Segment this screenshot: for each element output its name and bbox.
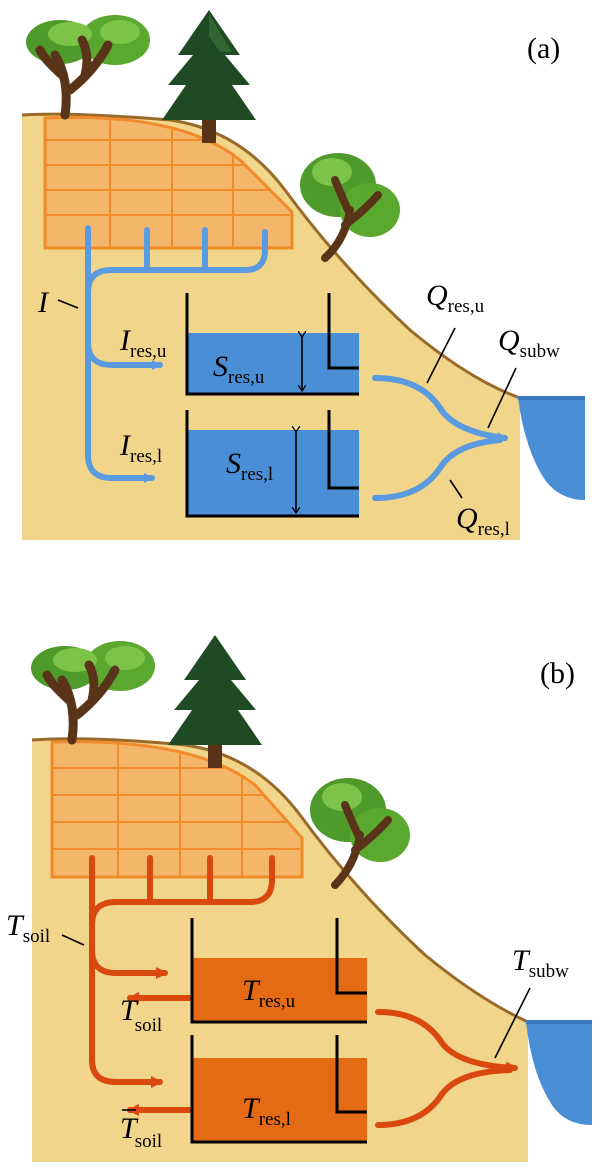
small-tree-icon bbox=[300, 153, 400, 262]
label-T-res-u: Tres,u bbox=[242, 974, 296, 1012]
label-T-soil-lower: Tsoil bbox=[120, 1109, 162, 1152]
reservoir-upper-a bbox=[185, 293, 359, 396]
label-T-res-l: Tres,l bbox=[242, 1092, 291, 1130]
pine-tree-icon bbox=[168, 635, 262, 768]
label-T-subw: Tsubw bbox=[512, 944, 569, 982]
panel-label-a: (a) bbox=[527, 32, 560, 65]
label-I: I bbox=[37, 286, 50, 319]
label-I-res-l: Ires,l bbox=[119, 429, 162, 467]
soil-grid-b bbox=[50, 740, 304, 879]
panel-b: (b) Tsoil Tsoil Tsoil Tres,u Tres,l Tsub… bbox=[6, 635, 592, 1162]
label-Q-res-l: Qres,l bbox=[456, 502, 510, 540]
reservoir-upper-b bbox=[190, 918, 367, 1024]
label-S-res-u: Sres,u bbox=[213, 350, 265, 388]
reservoir-lower-a bbox=[185, 410, 359, 518]
soil-grid-a bbox=[43, 115, 294, 250]
panel-label-b: (b) bbox=[540, 657, 575, 690]
pine-tree-icon bbox=[162, 10, 256, 143]
small-tree-icon bbox=[310, 778, 410, 889]
lake-b bbox=[526, 1022, 592, 1125]
reservoir-lower-b bbox=[190, 1035, 367, 1144]
label-I-res-u: Ires,u bbox=[119, 324, 167, 362]
label-T-soil-upper: Tsoil bbox=[120, 994, 162, 1036]
lake-a bbox=[518, 398, 585, 500]
panel-a: (a) I Ires,u Ires,l Sres,u Sres,l Qres,u… bbox=[21, 10, 585, 540]
label-Q-res-u: Qres,u bbox=[426, 279, 485, 317]
deciduous-tree-icon bbox=[31, 641, 155, 745]
leader-lines-b bbox=[61, 934, 531, 1059]
svg-text:Tsoil: Tsoil bbox=[120, 1112, 162, 1152]
label-Q-subw: Qsubw bbox=[498, 324, 560, 362]
leader-lines-a bbox=[57, 299, 517, 499]
label-S-res-l: Sres,l bbox=[226, 447, 273, 485]
infiltration-network-a bbox=[85, 225, 508, 501]
deciduous-tree-icon bbox=[26, 15, 150, 120]
label-T-soil-main: Tsoil bbox=[6, 909, 50, 947]
ground-surface-b bbox=[31, 737, 529, 1024]
